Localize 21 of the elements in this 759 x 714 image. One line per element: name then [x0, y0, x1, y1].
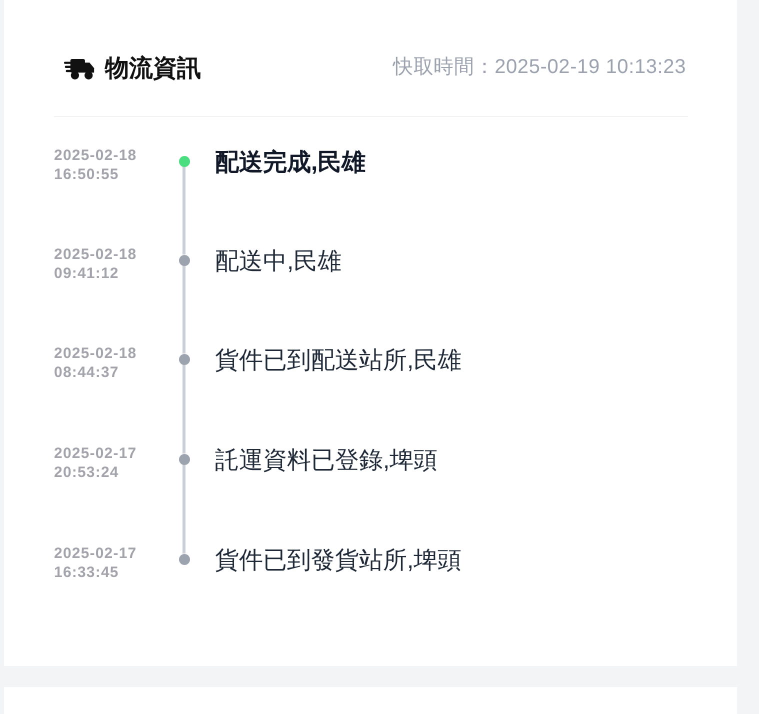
status-text: 配送中,民雄	[215, 247, 342, 277]
timeline-dot	[178, 354, 190, 364]
timeline-line	[182, 464, 186, 554]
heading: 物流資訊	[105, 54, 201, 84]
timestamp: 2025-02-18 09:41:12	[54, 244, 138, 282]
timestamp: 2025-02-18 16:50:55	[54, 146, 138, 184]
status-text: 貨件已到配送站所,民雄	[215, 346, 462, 376]
timeline-dot	[178, 454, 190, 464]
timestamp: 2025-02-18 08:44:37	[54, 344, 138, 382]
status-text: 託運資料已登錄,埤頭	[215, 446, 438, 476]
timestamp: 2025-02-17 16:33:45	[54, 544, 138, 582]
timeline-dot	[178, 554, 190, 564]
timeline-line	[182, 266, 186, 354]
status-text: 貨件已到發貨站所,埤頭	[215, 546, 462, 576]
status-text: 配送完成,民雄	[215, 148, 366, 178]
timeline-dot	[178, 156, 190, 166]
timeline-dot	[178, 254, 190, 266]
timeline-line	[182, 166, 186, 254]
timestamp: 2025-02-17 20:53:24	[54, 444, 138, 482]
timeline-line	[182, 364, 186, 454]
timestamp-text: 快取時間：2025-02-19 10:13:23	[393, 55, 686, 80]
